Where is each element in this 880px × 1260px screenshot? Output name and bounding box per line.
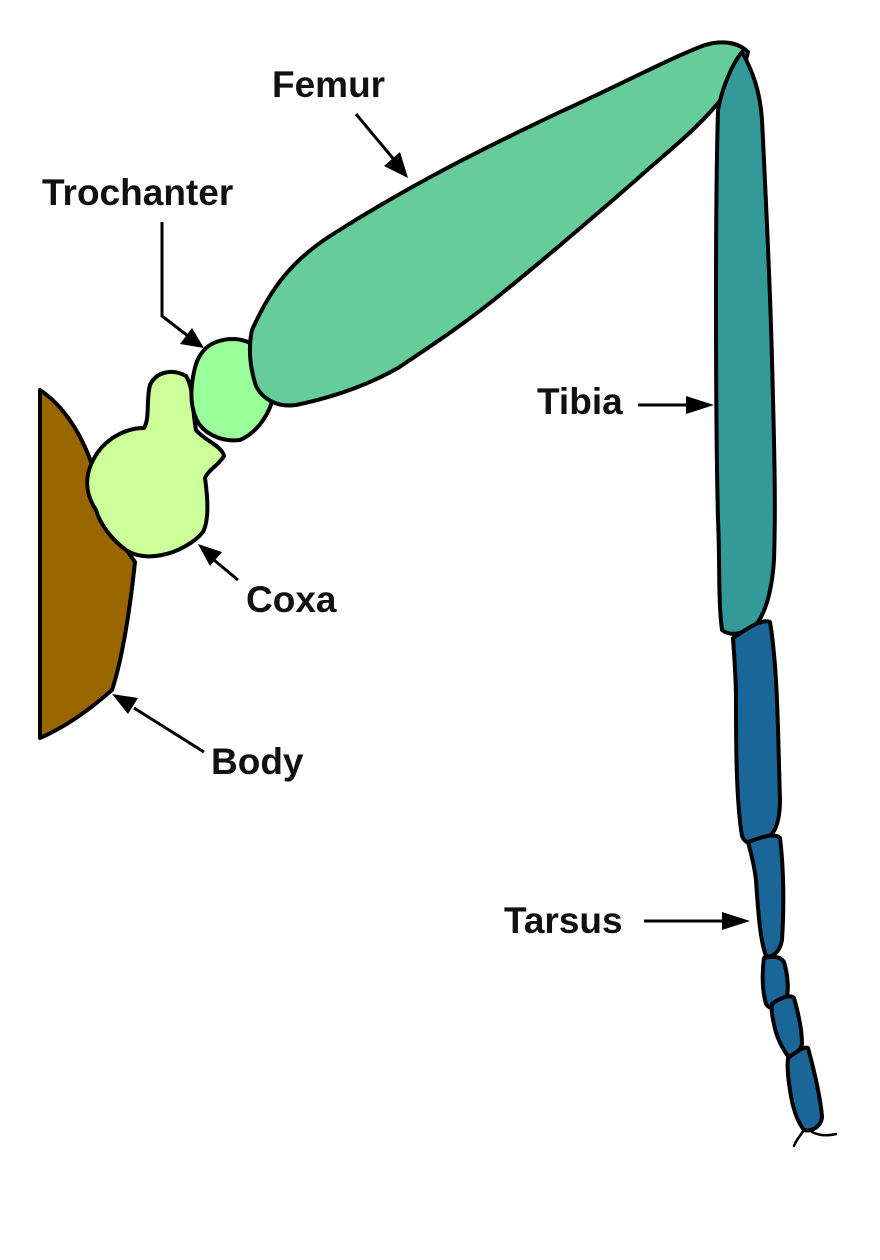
coxa-arrow-head [198,544,222,566]
body-arrow-head [112,694,138,714]
tarsus-segment-5 [785,1045,824,1133]
tarsus-segment-4 [769,994,804,1058]
tarsus-segment-1 [731,619,782,846]
label-tibia: Tibia [537,381,623,422]
tibia-arrow-head [686,396,714,414]
femur-arrow-head [384,152,408,178]
femur-arrow-line [354,113,398,163]
trochanter-arrow-head [180,328,204,348]
tibia-segment [714,50,777,636]
trochanter-arrow-line [160,222,189,338]
label-trochanter: Trochanter [42,172,233,213]
tarsal-claw [792,1128,838,1148]
label-femur: Femur [272,64,385,105]
body-arrow-line [133,706,205,754]
coxa-segment [85,369,226,559]
coxa-arrow-line [213,558,239,582]
tarsus-segment-2 [746,833,786,959]
tarsus-arrow-head [722,912,750,930]
body-segment [38,388,137,740]
label-coxa: Coxa [246,579,337,620]
femur-segment [247,40,750,408]
label-tarsus: Tarsus [504,900,623,941]
label-body: Body [211,741,304,782]
